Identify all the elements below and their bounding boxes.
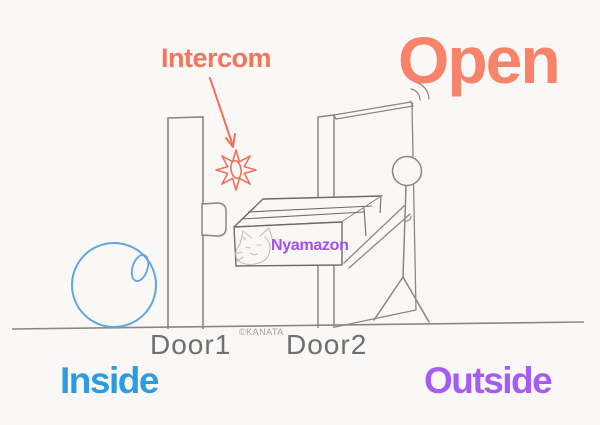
ball-icon: [71, 242, 157, 328]
nyamazon-brand-label: Nyamazon: [271, 237, 349, 254]
person-arm: [343, 205, 405, 264]
open-status-title: Open: [398, 23, 561, 97]
ball-highlight: [130, 254, 150, 282]
intercom-label: Intercom: [161, 43, 272, 73]
ring-burst-icon: [215, 149, 257, 191]
box-flap-line: [241, 211, 365, 220]
inside-zone-label: Inside: [60, 360, 159, 401]
door1-pillar: [167, 116, 204, 329]
credit-label: ©KANATA: [239, 327, 284, 337]
package-box: [233, 195, 383, 267]
arrow-pointer-icon: [209, 77, 236, 148]
intercom-unit: [201, 202, 227, 237]
person-leg: [373, 276, 404, 321]
outside-zone-label: Outside: [424, 360, 553, 401]
ground-line: [11, 321, 585, 330]
stick-figure-icon: [343, 155, 430, 323]
cat-sketch-icon: [234, 227, 273, 265]
person-head: [391, 155, 423, 187]
door1-label: Door1: [150, 329, 232, 360]
person-leg: [402, 276, 430, 323]
door-swing-arcs-icon: [410, 81, 430, 101]
box-flap-line: [247, 205, 373, 213]
door2-label: Door2: [286, 329, 368, 360]
person-hand: [404, 215, 412, 222]
person-arm: [348, 213, 411, 269]
person-body: [402, 185, 407, 278]
